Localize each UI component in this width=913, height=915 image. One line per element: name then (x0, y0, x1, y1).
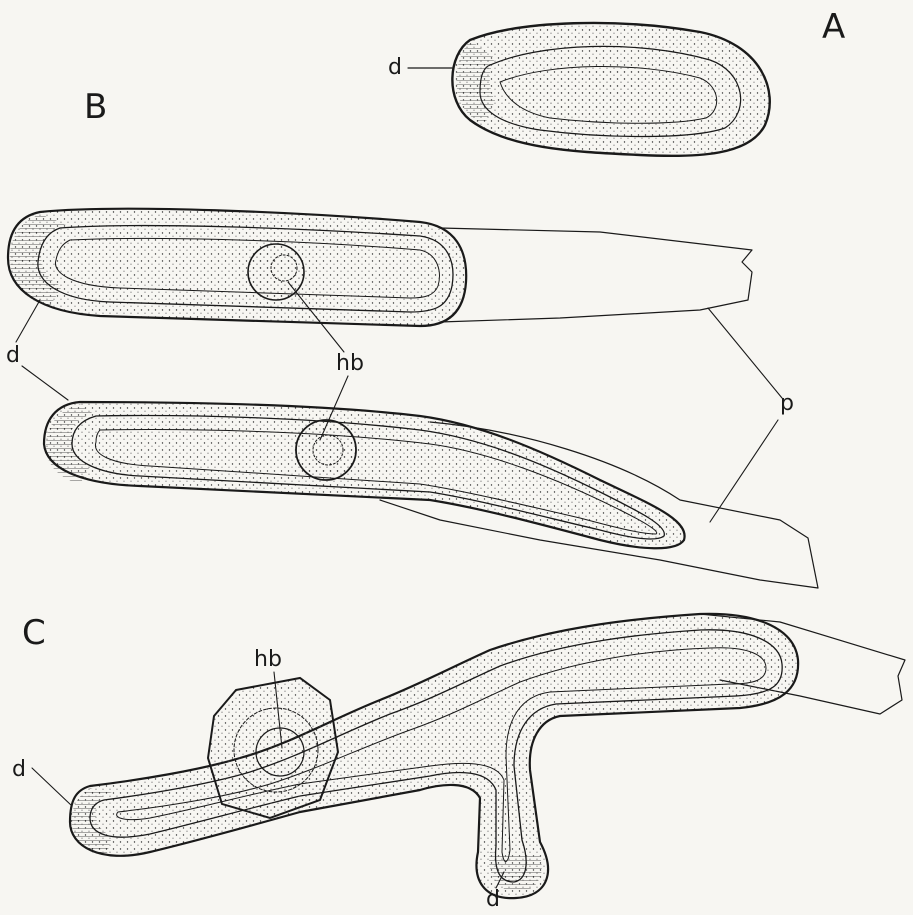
panel-c: C hb d d (12, 613, 905, 912)
leader-d-b-lower (22, 366, 68, 400)
panel-a: A d (388, 7, 845, 156)
hb-body-c (208, 678, 338, 818)
hb-body-lower (296, 420, 356, 480)
leader-d-c-left (32, 768, 72, 806)
c-envelope (70, 614, 798, 898)
label-d-a: d (388, 55, 402, 80)
label-hb-b: hb (336, 351, 364, 376)
panel-label-b: B (84, 87, 107, 127)
leader-d-b-upper (16, 300, 40, 342)
panel-label-c: C (22, 613, 46, 653)
leader-p-b-lower (710, 420, 778, 522)
label-hb-c: hb (254, 647, 282, 672)
leader-p-b-upper (708, 308, 782, 398)
panel-b: B d hb p (6, 87, 818, 588)
label-d-c-left: d (12, 757, 26, 782)
label-d-c-branch: d (486, 887, 500, 912)
panel-label-a: A (822, 7, 845, 47)
upper-tube-p (440, 228, 752, 322)
label-d-b: d (6, 343, 20, 368)
label-p-b: p (780, 391, 794, 416)
